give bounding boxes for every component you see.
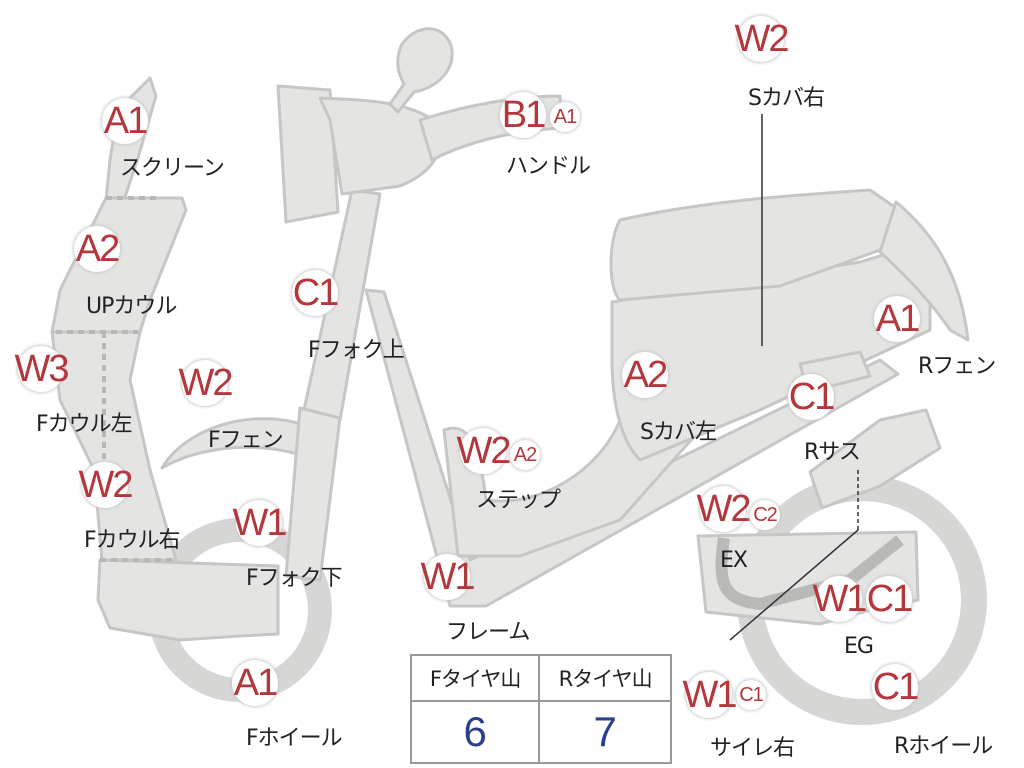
part-label-f-cowl-right: Fカウル右	[84, 528, 181, 553]
grade-badge: A2	[74, 226, 120, 272]
grade-badge: A1	[232, 660, 278, 706]
grade-badge: W1	[682, 672, 738, 718]
grade-badge: B1	[500, 92, 546, 138]
grade-badge: C1	[872, 664, 919, 710]
rear-shock-shape	[808, 408, 942, 510]
grade-badge: C1	[788, 374, 835, 420]
grade-badge-small: A1	[550, 102, 580, 132]
part-label-f-fork-upper: Fフォク上	[308, 338, 405, 363]
mirror-shape	[388, 27, 454, 114]
grade-badge: C1	[866, 576, 913, 622]
grade-badge: W1	[420, 554, 476, 600]
grade-badge: A2	[622, 352, 668, 398]
upper-cowl-shape	[50, 196, 188, 334]
leader-muffler	[729, 529, 859, 641]
headlight-shape	[276, 84, 340, 224]
tread-value-rear: 7	[538, 700, 672, 764]
part-label-r-wheel: Rホイール	[894, 734, 993, 759]
part-label-frame: フレーム	[446, 620, 530, 645]
grade-badge: A1	[874, 296, 920, 342]
part-label-exhaust: EX	[720, 548, 748, 573]
part-label-f-fender: Fフェン	[208, 428, 284, 453]
part-label-s-cover-right: Sカバ右	[748, 86, 825, 111]
head-shroud-shape	[318, 96, 442, 196]
part-label-upper-cowl: UPカウル	[86, 294, 177, 319]
grade-badge-small: C1	[736, 680, 766, 710]
part-label-screen: スクリーン	[120, 156, 225, 181]
grade-badge: W2	[456, 428, 512, 474]
tread-depth-table: Fタイヤ山 Rタイヤ山 6 7	[409, 654, 672, 764]
grade-badge: W1	[812, 576, 868, 622]
part-label-f-fork-lower: Fフォク下	[246, 566, 343, 591]
seat-shape	[609, 188, 904, 302]
grade-badge-small: C2	[750, 500, 780, 530]
exhaust-shape	[715, 535, 904, 610]
part-label-r-suspension: Rサス	[804, 440, 861, 465]
grade-badge: W3	[14, 346, 70, 392]
grade-badge: W2	[734, 16, 790, 62]
part-label-f-wheel: Fホイール	[246, 726, 343, 751]
tread-header-rear: Rタイヤ山	[538, 654, 672, 702]
grade-badge: C1	[292, 270, 339, 316]
part-label-handle: ハンドル	[506, 154, 591, 179]
main-frame-shape	[364, 288, 900, 608]
grade-badge: W2	[78, 462, 134, 508]
grade-badge: W2	[178, 360, 234, 406]
part-label-muffler-right: サイレ右	[710, 736, 795, 761]
front-cowl-shape	[50, 330, 178, 562]
rear-fender-shape	[878, 200, 970, 342]
grade-badge: A1	[102, 98, 148, 144]
grade-badge: W1	[232, 500, 288, 546]
part-label-s-cover-left: Sカバ左	[640, 420, 717, 445]
part-label-r-fender: Rフェン	[918, 354, 996, 379]
part-label-step: ステップ	[476, 488, 561, 513]
grade-badge: W2	[696, 486, 752, 532]
tread-header-front: Fタイヤ山	[409, 654, 541, 702]
grade-badge-small: A2	[510, 440, 540, 470]
front-fork-lower-shape	[284, 406, 342, 582]
front-lower-shape	[96, 558, 280, 642]
part-label-f-cowl-left: Fカウル左	[36, 412, 133, 437]
part-label-engine: EG	[844, 634, 874, 659]
tread-value-front: 6	[409, 700, 541, 764]
